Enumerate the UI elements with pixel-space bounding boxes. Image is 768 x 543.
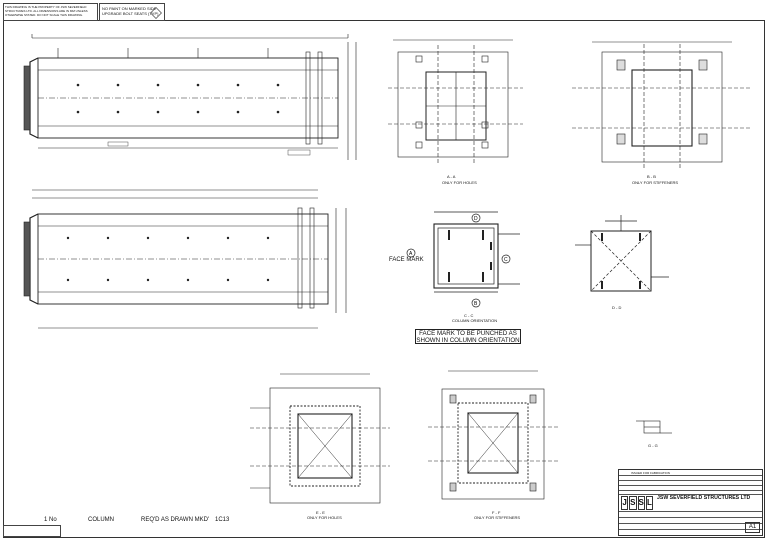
- face-mark-note: FACE MARK TO BE PUNCHED AS SHOWN IN COLU…: [415, 329, 521, 344]
- logo-letter-2: S: [629, 496, 637, 510]
- drawing-frame: [3, 20, 765, 538]
- section-b-b: [572, 41, 752, 170]
- paint-note-line-1: NO PAINT ON MARKED SIDE: [102, 6, 157, 11]
- face-mark-label: FACE MARK: [389, 257, 424, 263]
- column-orientation-view: D C B: [433, 211, 520, 308]
- section-e-e: [250, 373, 390, 504]
- section-f-f: [428, 370, 558, 500]
- company-logo: J S S L: [621, 496, 653, 510]
- face-a-bubble: A: [406, 248, 416, 258]
- bom-requirement: REQ'D AS DRAWN MKD': [141, 517, 210, 523]
- title-block: ISSUED FOR FABRICATION J S S L JSW SEVER…: [618, 469, 763, 536]
- section-a-a: [388, 39, 523, 165]
- face-mark-note-line-1: FACE MARK TO BE PUNCHED AS: [419, 330, 517, 337]
- company-name: JSW SEVERFIELD STRUCTURES LTD: [657, 495, 751, 501]
- paint-note-line-2: UPGRADE BOLT SEATS (TYP): [102, 11, 159, 16]
- section-f-f-label: F - F: [492, 510, 501, 515]
- sheet-size: A1: [745, 522, 760, 533]
- section-a-a-label: A - A: [447, 174, 456, 179]
- face-mark-note-line-2: SHOWN IN COLUMN ORIENTATION: [416, 337, 520, 344]
- section-e-e-label: E - E: [316, 510, 325, 515]
- section-d-d: [575, 215, 669, 292]
- logo-letter-1: J: [621, 496, 629, 510]
- title-block-status: ISSUED FOR FABRICATION: [631, 471, 670, 475]
- section-c-c-label: C - C: [464, 313, 474, 318]
- bom-mark: 1C13: [215, 517, 230, 523]
- section-c-c-subtitle: COLUMN ORIENTATION: [452, 318, 498, 323]
- section-a-a-subtitle: ONLY FOR HOLES: [442, 180, 477, 185]
- section-b-b-subtitle: ONLY FOR STIFFENERS: [632, 180, 679, 185]
- section-f-f-subtitle: ONLY FOR STIFFENERS: [474, 515, 521, 520]
- general-notes: THIS DRAWING IS THE PROPERTY OF JSW SEVE…: [3, 3, 98, 21]
- paint-note-box: NO PAINT ON MARKED SIDE UPGRADE BOLT SEA…: [99, 3, 165, 21]
- section-g-g-label: G - G: [648, 443, 658, 448]
- face-b-marker: B: [474, 301, 478, 307]
- logo-letter-3: S: [637, 496, 645, 510]
- bom-quantity: 1 No: [44, 517, 57, 523]
- section-b-b-label: B - B: [647, 174, 656, 179]
- section-g-g: [636, 420, 672, 434]
- bom-item: COLUMN: [88, 517, 115, 523]
- section-d-d-label: D - D: [612, 305, 622, 310]
- logo-letter-4: L: [645, 496, 653, 510]
- face-d-marker: D: [474, 216, 478, 222]
- column-elevation-1: [23, 34, 357, 160]
- face-a-marker: A: [409, 251, 413, 257]
- section-e-e-subtitle: ONLY FOR HOLES: [307, 515, 342, 520]
- general-notes-text: THIS DRAWING IS THE PROPERTY OF JSW SEVE…: [5, 5, 88, 17]
- revision-box: [3, 525, 61, 537]
- column-elevation-2: [23, 189, 347, 329]
- face-c-marker: C: [504, 257, 508, 263]
